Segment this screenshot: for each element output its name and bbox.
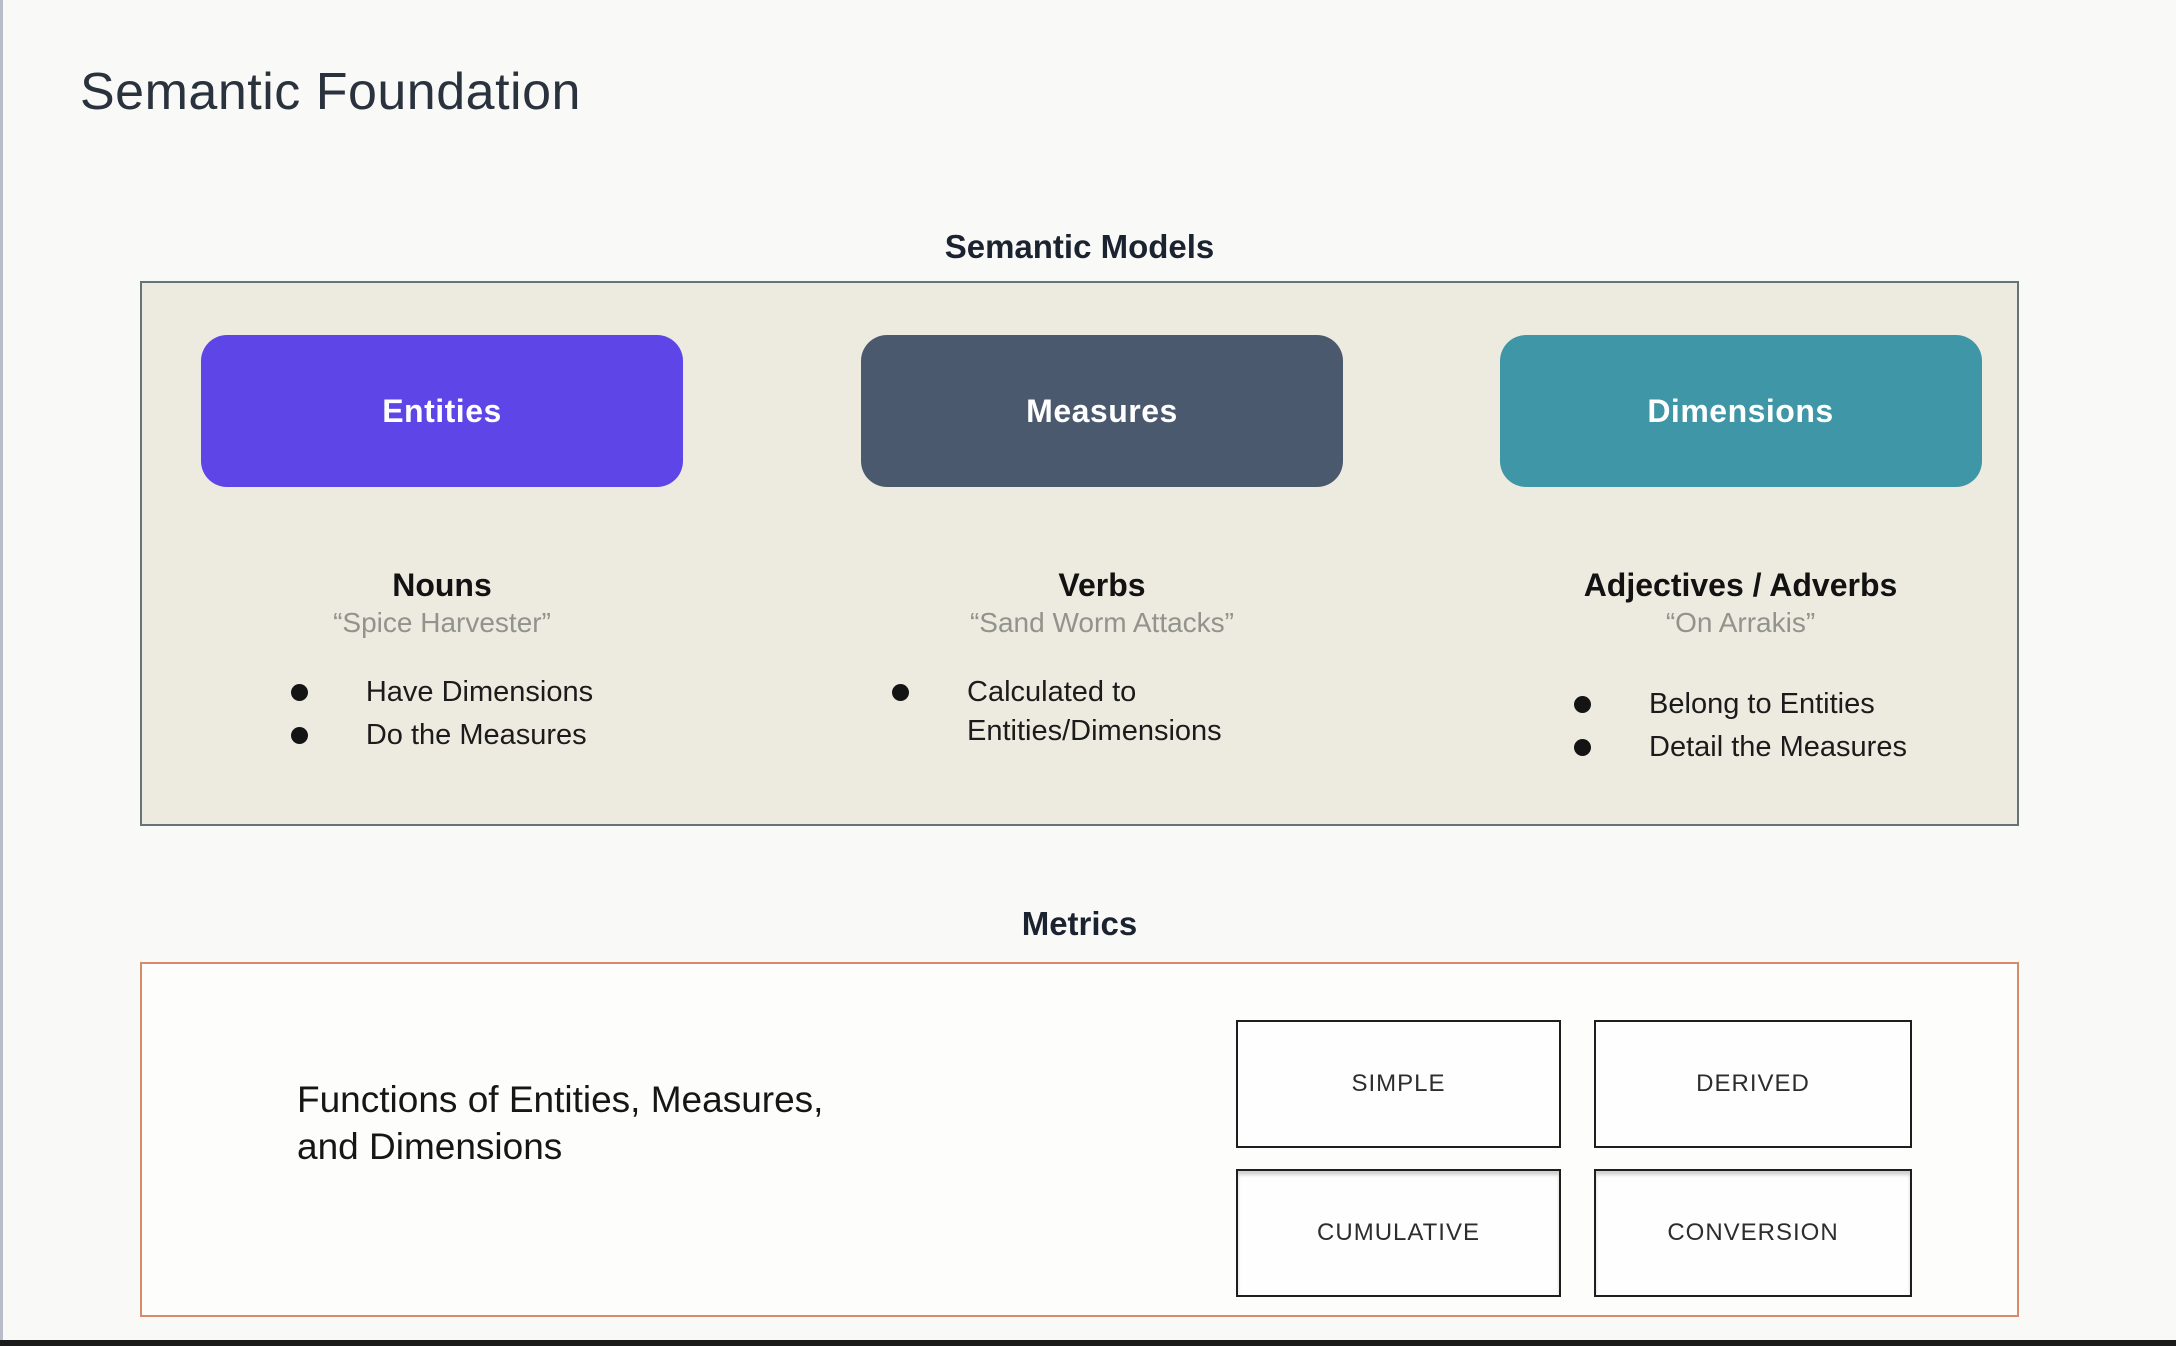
entities-example-quote: “Spice Harvester” <box>333 607 551 638</box>
metric-type-derived: DERIVED <box>1594 1020 1912 1148</box>
measures-role-label: Verbs <box>1058 567 1146 603</box>
window-bottom-bar <box>0 1340 2176 1346</box>
entities-column: Entities Nouns “Spice Harvester” Have Di… <box>142 283 742 824</box>
bullet-text: Detail the Measures <box>1649 731 1907 764</box>
metric-types-grid: SIMPLE DERIVED CUMULATIVE CONVERSION <box>1236 1020 1912 1297</box>
metrics-heading: Metrics <box>1021 905 1138 942</box>
semantic-models-heading: Semantic Models <box>944 228 1215 265</box>
measures-pill: Measures <box>861 335 1343 487</box>
list-item: Have Dimensions <box>290 673 594 712</box>
measures-column: Measures Verbs “Sand Worm Attacks” Calcu… <box>802 283 1402 824</box>
list-item: Calculated to Entities/Dimensions <box>892 673 1312 751</box>
metric-type-conversion: CONVERSION <box>1594 1169 1912 1297</box>
semantic-models-box: Entities Nouns “Spice Harvester” Have Di… <box>140 281 2019 826</box>
metrics-description: Functions of Entities, Measures, and Dim… <box>297 1079 824 1168</box>
dimensions-bullet-list: Belong to Entities Detail the Measures <box>1574 685 1907 771</box>
list-item: Do the Measures <box>290 716 593 755</box>
bullet-icon <box>290 684 308 701</box>
bullet-icon <box>892 684 909 701</box>
entities-bullet-list: Have Dimensions Do the Measures <box>290 673 594 759</box>
entities-role-label: Nouns <box>392 567 492 603</box>
bullet-icon <box>1574 739 1592 757</box>
page-title: Semantic Foundation <box>80 63 581 121</box>
metric-type-simple: SIMPLE <box>1236 1020 1561 1148</box>
bullet-text: Do the Measures <box>365 719 587 752</box>
list-item: Detail the Measures <box>1574 728 1907 767</box>
measures-bullet-list: Calculated to Entities/Dimensions <box>892 673 1312 755</box>
dimensions-role-label: Adjectives / Adverbs <box>1583 567 1898 603</box>
list-item: Belong to Entities <box>1574 685 1907 724</box>
dimensions-example-quote: “On Arrakis” <box>1665 607 1816 638</box>
dimensions-column: Dimensions Adjectives / Adverbs “On Arra… <box>1462 283 2019 824</box>
bullet-text: Belong to Entities <box>1649 688 1875 720</box>
entities-pill: Entities <box>201 335 683 487</box>
bullet-text: Calculated to Entities/Dimensions <box>967 676 1222 748</box>
bullet-icon <box>1574 696 1592 713</box>
dimensions-pill: Dimensions <box>1499 335 1982 487</box>
metric-type-cumulative: CUMULATIVE <box>1236 1169 1561 1297</box>
bullet-icon <box>290 727 308 745</box>
bullet-text: Have Dimensions <box>365 676 594 708</box>
measures-example-quote: “Sand Worm Attacks” <box>969 607 1234 638</box>
window-left-edge <box>0 0 3 1346</box>
metrics-box: Functions of Entities, Measures, and Dim… <box>140 962 2019 1317</box>
